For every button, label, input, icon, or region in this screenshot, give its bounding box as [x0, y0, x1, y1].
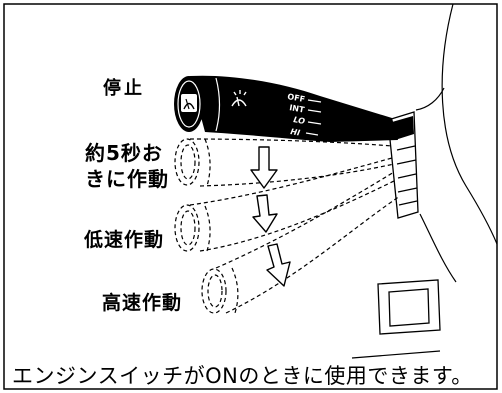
- lever-ghost-low: [174, 157, 397, 252]
- ghost-stalk-top: [189, 157, 393, 206]
- arrow-down-icon: [252, 194, 278, 233]
- washer-icon: [231, 90, 247, 107]
- mark-hi: HI: [290, 127, 301, 138]
- column-rib: [398, 200, 418, 206]
- ghost-stalk-bottom: [199, 179, 397, 252]
- dashboard-edge-upper: [415, 87, 445, 111]
- wiper-lever: OFF INT LO HI: [174, 75, 398, 142]
- ghost-stalk-top: [189, 138, 393, 147]
- dashboard-switch-inner: [388, 288, 430, 327]
- lever-knob-ring: [215, 77, 221, 132]
- mark-tick: [307, 121, 322, 125]
- mark-tick: [305, 132, 319, 136]
- frame-border: [3, 3, 498, 390]
- lever-knob-rim: [177, 80, 201, 128]
- lever-stalk: [190, 75, 398, 142]
- ghost-knob-ring: [231, 267, 239, 314]
- lever-ghost-high: [201, 171, 401, 314]
- stalk-position-marks: OFF INT LO HI: [287, 92, 322, 138]
- ghost-knob-ring: [204, 205, 211, 252]
- label-intermittent-line1: 約5秒お: [85, 141, 163, 165]
- dashboard-bottom-line: [351, 350, 441, 359]
- ghost-knob-ring: [204, 138, 211, 187]
- dashboard-curve: [441, 3, 498, 245]
- column-rib: [396, 145, 416, 151]
- arrow-down-icon: [250, 146, 278, 189]
- label-intermittent-line2: きに作動: [85, 167, 169, 191]
- mark-off: OFF: [287, 92, 306, 104]
- label-low-speed: 低速作動: [84, 229, 165, 251]
- lever-ghost-intermittent: [174, 138, 395, 187]
- column-rib: [397, 187, 418, 193]
- ghost-stalk-bottom: [199, 163, 395, 187]
- label-high-speed: 高速作動: [102, 292, 183, 314]
- ghost-knob-inner: [180, 144, 196, 180]
- column-collar: [392, 116, 414, 140]
- column-rib: [396, 159, 417, 165]
- arrow-down-icon: [266, 243, 291, 287]
- ghost-knob-face: [174, 138, 200, 186]
- column-rib: [397, 173, 417, 179]
- ghost-knob-face: [201, 268, 227, 314]
- ghost-knob-inner: [180, 210, 196, 246]
- mark-tick: [307, 109, 322, 113]
- ghost-stalk-bottom: [225, 195, 401, 314]
- ghost-knob-face: [174, 204, 200, 252]
- mark-tick: [307, 99, 322, 103]
- mark-lo: LO: [293, 115, 306, 126]
- wiper-icon: [181, 94, 197, 112]
- ghost-knob-inner: [207, 274, 223, 308]
- ghost-stalk-top: [215, 171, 395, 269]
- mark-int: INT: [289, 103, 306, 115]
- label-stop: 停止: [103, 78, 145, 99]
- dashboard-edge-lower: [419, 213, 457, 283]
- usage-note: エンジンスイッチがONのときに使用できます。: [12, 364, 473, 388]
